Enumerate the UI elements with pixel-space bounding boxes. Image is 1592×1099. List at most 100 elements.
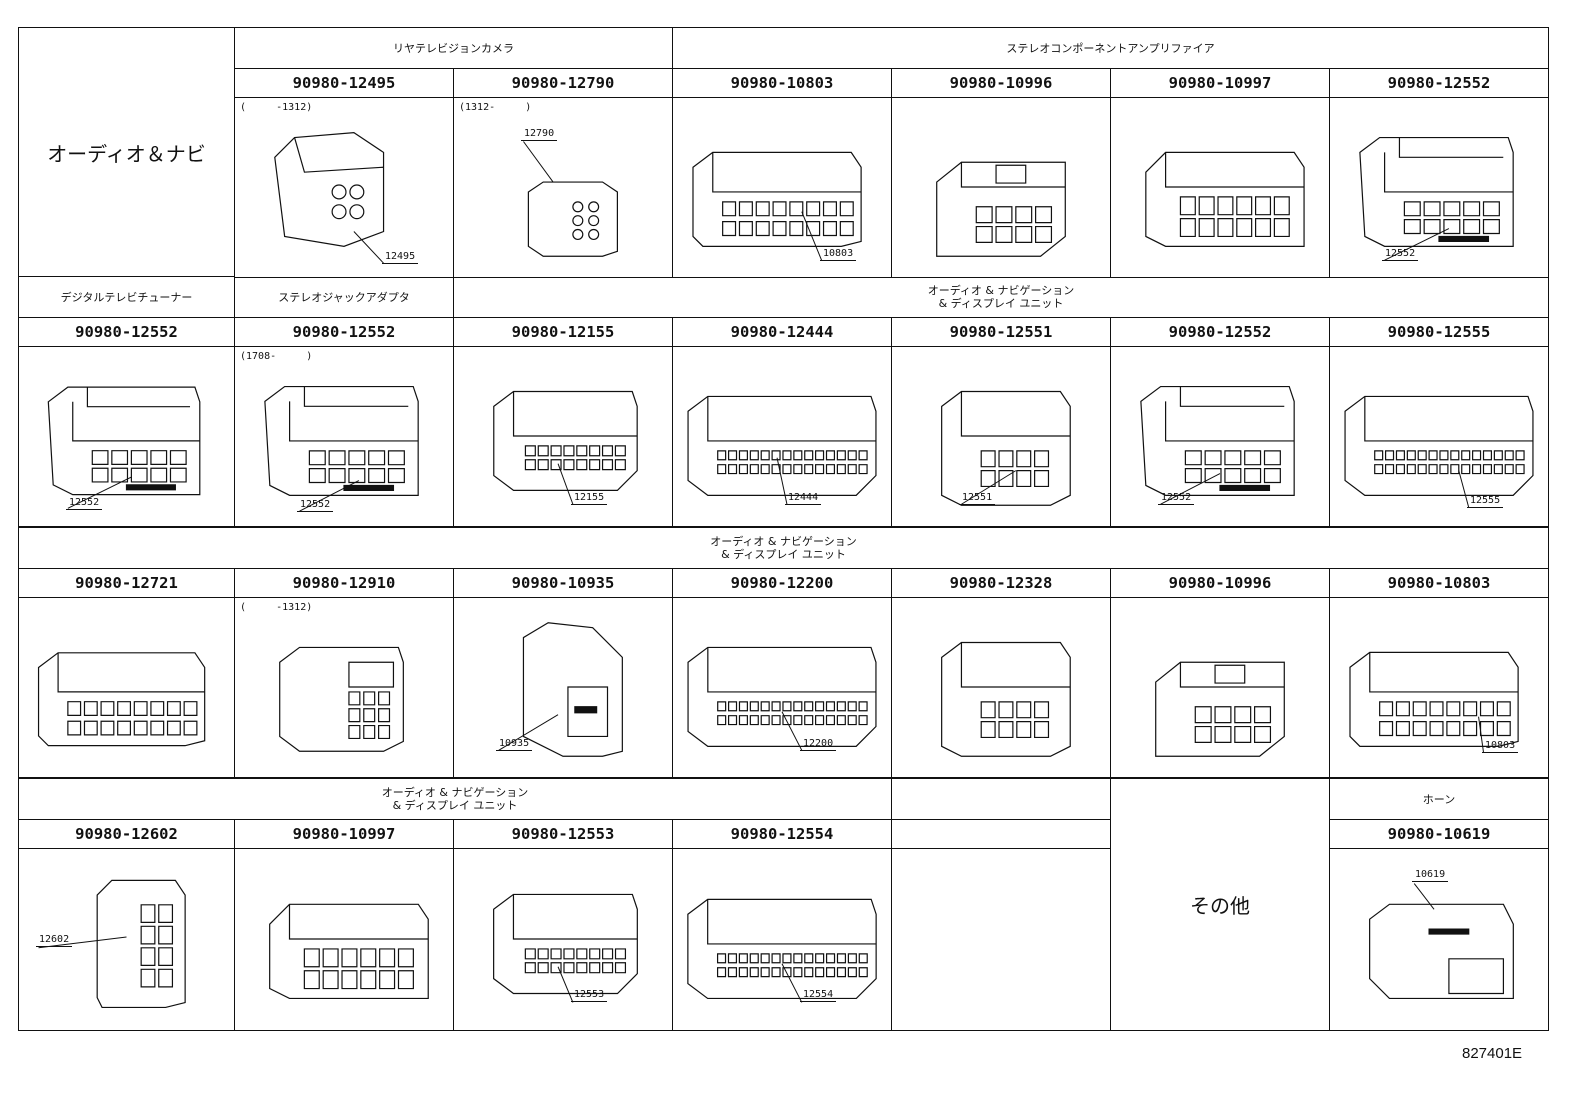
caption-stereo-amp: ステレオコンポーネントアンプリファイア [672, 27, 1549, 69]
callout-label: 12790 [520, 128, 558, 141]
connector-illustration [892, 347, 1110, 526]
callout-label: 12155 [570, 492, 608, 505]
others-title: その他 [1110, 778, 1330, 1031]
part-number: 90980-12551 [891, 317, 1111, 347]
connector-illustration [1330, 98, 1548, 277]
connector-illustration [19, 849, 234, 1030]
connector-illustration [235, 598, 453, 777]
caption-stereo-jack-adapter: ステレオジャックアダプタ [234, 276, 454, 318]
leader-line [1385, 229, 1449, 261]
connector-drawing-cell: 12555 [1329, 346, 1549, 527]
leader-line [68, 477, 132, 508]
connector-illustration [454, 849, 672, 1030]
leader-line [299, 481, 358, 512]
connector-illustration [673, 598, 891, 777]
caption-rear-camera: リヤテレビジョンカメラ [234, 27, 673, 69]
caption-digital-tv-tuner: デジタルテレビチューナー [18, 276, 235, 318]
empty-pn-cell [891, 819, 1111, 849]
connector-illustration [1111, 98, 1329, 277]
callout-label: 12200 [799, 738, 837, 751]
leader-line [777, 458, 787, 504]
part-number: 90980-12790 [453, 68, 673, 98]
main-title: オーディオ＆ナビ [18, 27, 235, 277]
leader-line [499, 715, 558, 751]
connector-illustration [673, 98, 891, 277]
part-number: 90980-12910 [234, 568, 454, 598]
connector-drawing-cell: 12444 [672, 346, 892, 527]
empty-caption-cell [891, 778, 1111, 820]
connector-drawing-cell [1110, 97, 1330, 278]
part-number: 90980-12155 [453, 317, 673, 347]
callout-label: 12552 [65, 497, 103, 510]
connector-drawing-cell [891, 597, 1111, 778]
callout-label: 12552 [296, 499, 334, 512]
leader-line [354, 232, 384, 264]
connector-illustration [1111, 598, 1329, 777]
callout-label: 12552 [1157, 492, 1195, 505]
connector-drawing-cell: 12552 [1329, 97, 1549, 278]
part-number: 90980-12553 [453, 819, 673, 849]
part-number: 90980-12554 [672, 819, 892, 849]
connector-drawing-cell: ( -1312)12495 [234, 97, 454, 278]
part-number: 90980-10935 [453, 568, 673, 598]
part-number: 90980-12328 [891, 568, 1111, 598]
connector-illustration [19, 347, 234, 526]
part-number: 90980-10803 [1329, 568, 1549, 598]
leader-line [558, 967, 573, 1003]
connector-drawing-cell: 12553 [453, 848, 673, 1031]
connector-illustration [454, 347, 672, 526]
connector-illustration [673, 849, 891, 1030]
callout-label: 10803 [819, 248, 857, 261]
connector-drawing-cell: 12552 [18, 346, 235, 527]
connector-illustration [1330, 347, 1548, 526]
part-number: 90980-10996 [891, 68, 1111, 98]
callout-label: 10935 [495, 738, 533, 751]
connector-illustration [673, 347, 891, 526]
caption-av-unit-row3: オーディオ & ナビゲーション & ディスプレイ ユニット [18, 527, 1549, 569]
leader-line [1161, 474, 1220, 505]
connector-illustration [1111, 347, 1329, 526]
leader-line [782, 964, 802, 1003]
connector-drawing-cell: 10803 [672, 97, 892, 278]
connector-drawing-cell: 12155 [453, 346, 673, 527]
callout-label: 12444 [784, 492, 822, 505]
connector-drawing-cell: (1708- ) 12552 [234, 346, 454, 527]
connector-drawing-cell: 10803 [1329, 597, 1549, 778]
callout-label: 12495 [381, 251, 419, 264]
caption-horn: ホーン [1329, 778, 1549, 820]
part-number: 90980-10996 [1110, 568, 1330, 598]
connector-drawing-cell [234, 848, 454, 1031]
callout-label: 10619 [1411, 869, 1449, 882]
part-number: 90980-10997 [234, 819, 454, 849]
part-number: 90980-12495 [234, 68, 454, 98]
part-number: 90980-12552 [1329, 68, 1549, 98]
connector-illustration [892, 598, 1110, 777]
connector-illustration [1330, 849, 1548, 1030]
part-number: 90980-12444 [672, 317, 892, 347]
leader-line [558, 464, 573, 505]
callout-label: 12554 [799, 989, 837, 1002]
part-number: 90980-10803 [672, 68, 892, 98]
part-number: 90980-12602 [18, 819, 235, 849]
drawing-id: 827401E [1462, 1045, 1523, 1062]
connector-illustration [235, 849, 453, 1030]
part-number: 90980-12552 [234, 317, 454, 347]
caption-av-unit-row2: オーディオ & ナビゲーション & ディスプレイ ユニット [453, 276, 1549, 318]
connector-drawing-cell: 12554 [672, 848, 892, 1031]
date-range-note: (1312- ) [459, 102, 532, 113]
leader-line [523, 142, 553, 183]
connector-drawing-cell: 12200 [672, 597, 892, 778]
part-number: 90980-12555 [1329, 317, 1549, 347]
connector-drawing-cell: ( -1312) [234, 597, 454, 778]
caption-av-unit-row4: オーディオ & ナビゲーション & ディスプレイ ユニット [18, 778, 892, 820]
connector-illustration [1330, 598, 1548, 777]
part-number: 90980-12552 [1110, 317, 1330, 347]
connector-drawing-cell: 12602 [18, 848, 235, 1031]
date-range-note: (1708- ) [240, 351, 313, 362]
callout-label: 12552 [1381, 248, 1419, 261]
connector-drawing-cell: 10619 [1329, 848, 1549, 1031]
callout-label: 10803 [1481, 740, 1519, 753]
connector-drawing-cell [18, 597, 235, 778]
part-number: 90980-12552 [18, 317, 235, 347]
connector-illustration [19, 598, 234, 777]
